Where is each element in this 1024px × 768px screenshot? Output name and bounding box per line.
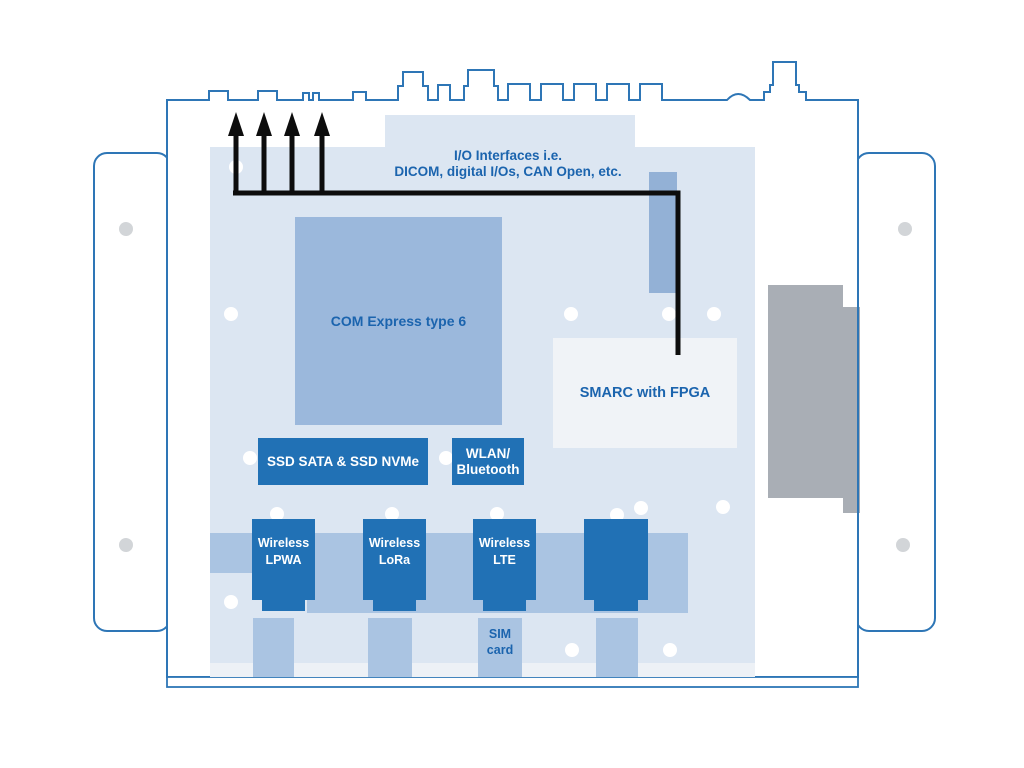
bracket-screw-hole — [119, 222, 133, 236]
chassis-base-plate — [166, 676, 859, 688]
bracket-screw-hole — [898, 222, 912, 236]
bracket-screw-hole — [119, 538, 133, 552]
mounting-bracket-left — [93, 152, 171, 632]
heatsink-block — [768, 285, 860, 513]
chassis-outline — [166, 61, 859, 678]
bracket-screw-hole — [896, 538, 910, 552]
mounting-bracket-right — [855, 152, 936, 632]
